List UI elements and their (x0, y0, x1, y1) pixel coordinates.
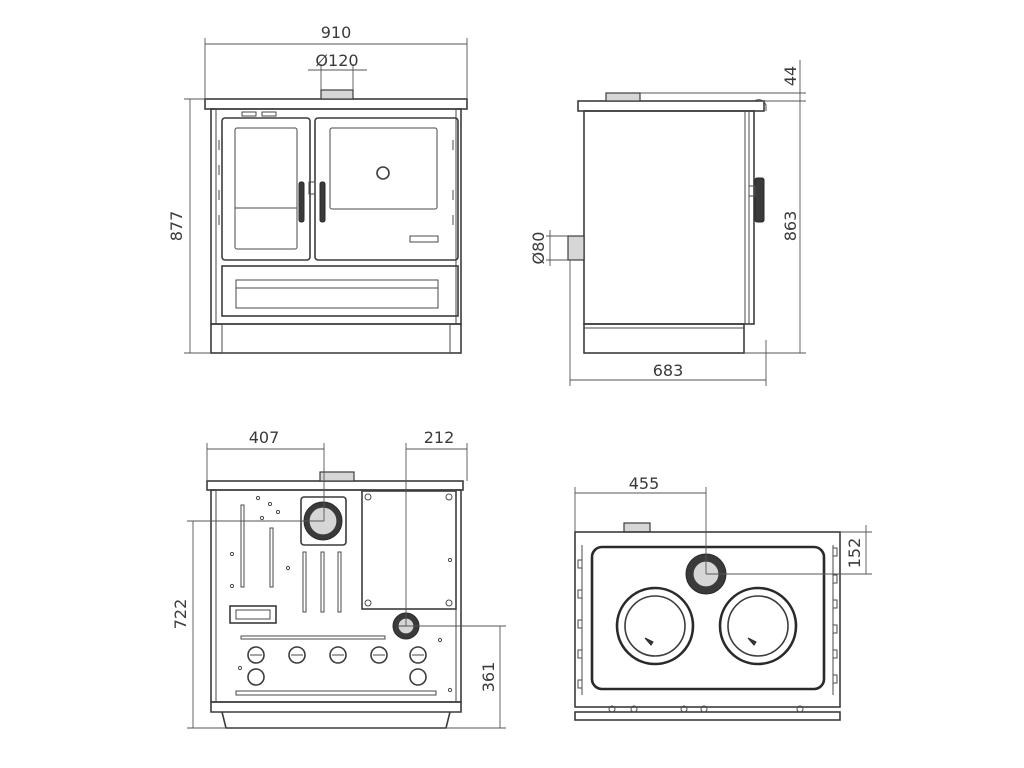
top-dimensions: 455 152 (574, 474, 872, 575)
front-view (204, 89, 468, 354)
top-flue-offset-x-label: 455 (629, 474, 660, 493)
rear-view (206, 471, 464, 729)
side-flue-diameter-label: Ø80 (529, 232, 548, 265)
flue-diameter-label: Ø120 (315, 51, 358, 70)
front-height-label: 877 (167, 211, 186, 242)
top-view (574, 522, 841, 721)
rear-outlet-height-label: 361 (479, 662, 498, 693)
side-depth-label: 683 (653, 361, 684, 380)
rear-dimensions: 407 212 722 361 (171, 428, 506, 729)
side-dimensions: 44 863 Ø80 683 (529, 60, 806, 386)
front-width-label: 910 (321, 23, 352, 42)
top-flue-offset-y-label: 152 (845, 538, 864, 569)
side-top-offset-label: 44 (781, 66, 800, 86)
side-height-label: 863 (781, 211, 800, 242)
side-view (567, 92, 767, 354)
rear-flue-offset-label: 407 (249, 428, 280, 447)
front-dimensions: 910 Ø120 877 (167, 23, 468, 354)
rear-outlet-offset-label: 212 (424, 428, 455, 447)
rear-height-label: 722 (171, 599, 190, 630)
